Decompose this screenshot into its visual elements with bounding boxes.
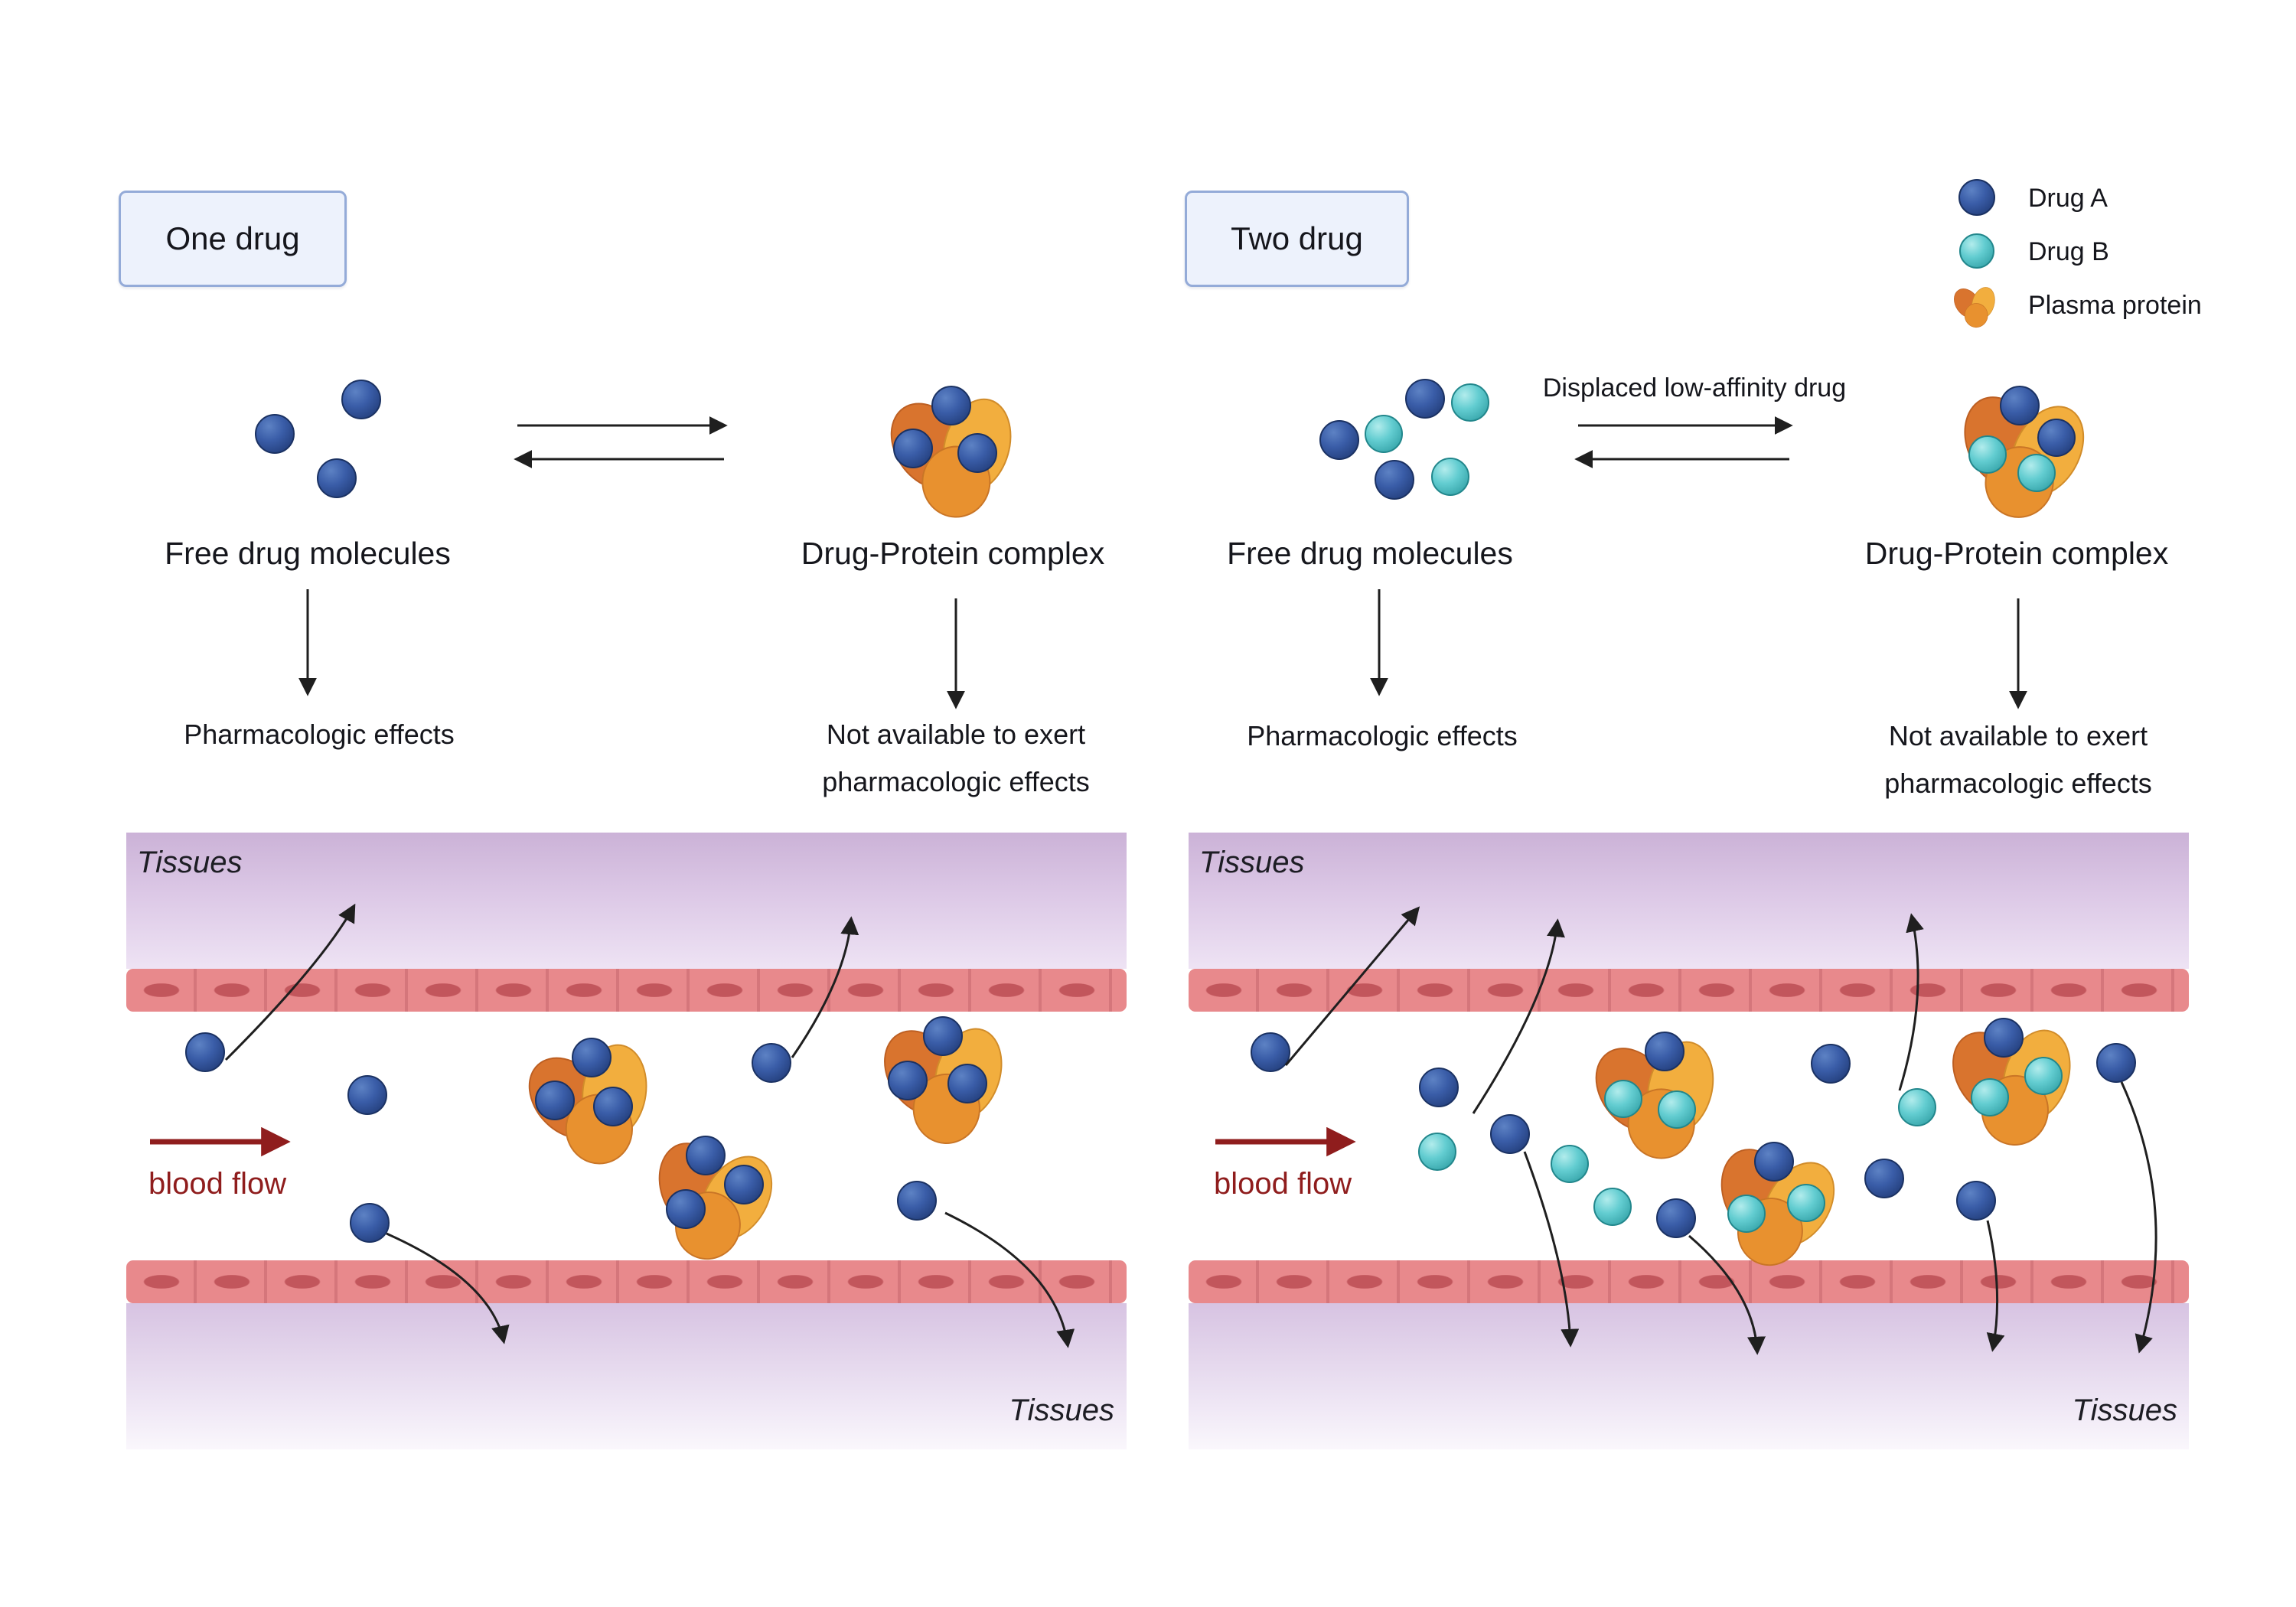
drug-a-molecule bbox=[317, 458, 357, 498]
tissues-label-bottom-right: Tissues bbox=[2072, 1393, 2177, 1427]
not-available-line1-left: Not available to exert bbox=[826, 719, 1086, 750]
tissue-band-top-right bbox=[1189, 833, 2189, 969]
tissues-label-top-right: Tissues bbox=[1199, 846, 1305, 879]
drug-b-molecule bbox=[1431, 458, 1469, 496]
drug-a-molecule bbox=[2000, 386, 2040, 425]
not-available-line2-right: pharmacologic effects bbox=[1884, 768, 2152, 799]
plasma-protein bbox=[1940, 379, 2102, 530]
legend-drug-a-icon bbox=[1958, 179, 1995, 216]
drug-protein-complex-right bbox=[1940, 379, 2102, 530]
drug-protein-complex-left bbox=[871, 379, 1033, 530]
drug-a-molecule bbox=[1375, 460, 1414, 500]
endothelium-top-right bbox=[1189, 969, 2189, 1012]
tissues-label-bottom-left: Tissues bbox=[1009, 1393, 1114, 1427]
drug-a-molecule bbox=[957, 433, 997, 473]
drug-a-molecule bbox=[1405, 379, 1445, 419]
tissue-band-top-left bbox=[126, 833, 1127, 969]
tissue-band-bottom-right bbox=[1189, 1303, 2189, 1449]
drug-b-molecule bbox=[1968, 435, 2007, 474]
legend-label-drug-a: Drug A bbox=[2028, 184, 2108, 213]
not-available-line2-left: pharmacologic effects bbox=[822, 766, 1090, 797]
endothelium-top-left bbox=[126, 969, 1127, 1012]
tissue-band-bottom-left bbox=[126, 1303, 1127, 1449]
complex-label-left: Drug-Protein complex bbox=[801, 536, 1105, 571]
plasma-protein bbox=[871, 379, 1033, 530]
drug-a-molecule bbox=[341, 380, 381, 419]
drug-a-molecule bbox=[255, 414, 295, 454]
endothelium-bottom-right bbox=[1189, 1260, 2189, 1303]
drug-b-molecule bbox=[2017, 454, 2056, 492]
legend-drug-b-icon bbox=[1959, 233, 1994, 269]
pharmacologic-effects-left: Pharmacologic effects bbox=[184, 719, 455, 750]
blood-flow-label-left: blood flow bbox=[148, 1167, 287, 1201]
free-drug-cluster-right bbox=[1319, 379, 1489, 500]
free-drug-cluster-left bbox=[255, 380, 381, 498]
two-drug-tag: Two drug bbox=[1185, 191, 1409, 287]
vessel-left bbox=[126, 833, 1127, 1449]
not-available-line1-right: Not available to exert bbox=[1888, 720, 2148, 751]
drug-b-molecule bbox=[1451, 383, 1489, 422]
drug-a-molecule bbox=[2037, 419, 2076, 457]
vessel-right bbox=[1189, 833, 2189, 1449]
drug-a-molecule bbox=[931, 386, 971, 425]
drug-a-molecule bbox=[1319, 420, 1359, 460]
free-drug-label-right: Free drug molecules bbox=[1227, 536, 1513, 571]
drug-b-molecule bbox=[1365, 415, 1403, 453]
legend-label-drug-b: Drug B bbox=[2028, 237, 2109, 266]
blood-flow-label-right: blood flow bbox=[1214, 1167, 1352, 1201]
displaced-drug-label: Displaced low-affinity drug bbox=[1542, 373, 1847, 403]
free-drug-label-left: Free drug molecules bbox=[165, 536, 451, 571]
legend-plasma-protein-icon bbox=[1947, 280, 2003, 332]
endothelium-bottom-left bbox=[126, 1260, 1127, 1303]
complex-label-right: Drug-Protein complex bbox=[1864, 536, 2169, 571]
drug-a-molecule bbox=[893, 429, 933, 468]
tissues-label-top-left: Tissues bbox=[137, 846, 243, 879]
legend-label-plasma-protein: Plasma protein bbox=[2028, 291, 2202, 320]
one-drug-tag: One drug bbox=[119, 191, 347, 287]
pharmacologic-effects-right: Pharmacologic effects bbox=[1247, 720, 1518, 751]
